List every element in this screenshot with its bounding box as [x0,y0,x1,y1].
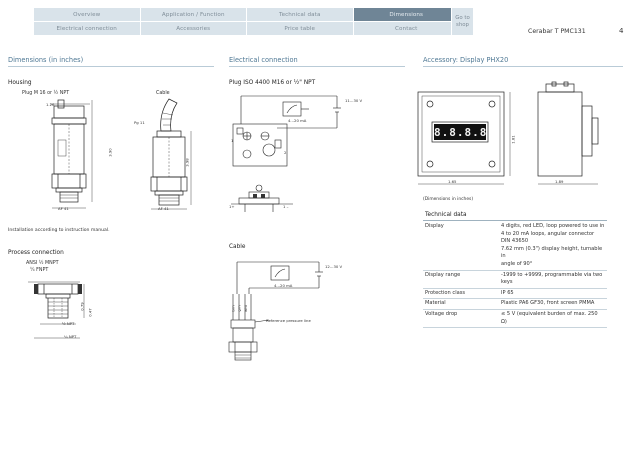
row-value-line: angle of 90° [501,260,533,267]
row-value-line: 4 to 20 mA loops, angular connector [501,230,595,237]
nav-contact[interactable]: Contact [353,22,460,36]
shop-label: shop [456,21,469,28]
top-navigation: Overview Application / Function Technica… [34,8,460,36]
row-value-line: Plastic PA6 GF30, front screen PMMA [501,300,595,307]
nav-technical-data[interactable]: Technical data [247,8,354,22]
nav-accessories[interactable]: Accessories [140,22,247,36]
nav-application-function[interactable]: Application / Function [140,8,247,22]
reference-pressure-line-label: Reference pressure line [266,318,311,323]
housing-plug-drawing [50,99,93,209]
row-value-line: ≤ 5 V (equivalent burden of max. 250 Ω) [501,310,598,325]
technical-data-table: Technical data Display 4 digits, red LED… [423,210,607,329]
pin-minus-label: 1 – [283,204,289,209]
cable-connection-title: Cable [229,244,246,250]
row-value: ≤ 5 V (equivalent burden of max. 250 Ω) [499,310,607,327]
display-digits: 8.8.8.8 [434,126,488,139]
supply-voltage-1: 11...30 V [345,98,363,103]
current-signal-1: 4...20 mA [288,118,307,123]
technical-data-title: Technical data [423,210,607,221]
row-value: IP 65 [499,289,607,299]
pin-2-label: 2 [284,150,287,155]
go-to-label: Go to [455,14,470,21]
table-row: Display range -1999 to +9999, programmab… [423,271,607,289]
row-value: Plastic PA6 GF30, front screen PMMA [499,299,607,309]
row-value-line: 7.62 mm (0.3") display height, turnable … [501,245,603,260]
table-row: Display 4 digits, red LED, loop powered … [423,222,607,271]
row-value: 4 digits, red LED, loop powered to use i… [499,222,607,270]
dim-181: 1.81 [510,135,516,144]
plug-wiring-diagram [231,95,341,212]
row-key: Display range [425,271,461,278]
table-row: Protection class IP 65 [423,289,607,300]
dim-pg11: Pg 11 [134,120,145,125]
process-thread2-label: ¼ FNPT [30,268,49,273]
housing-cable-drawing [150,98,192,210]
pin-1-label: 1 [231,138,234,143]
current-signal-2: 4...20 mA [274,283,293,288]
page-number: 4 [619,27,624,35]
process-connection-drawing [28,281,85,339]
row-key: Protection class [425,289,466,296]
nav-dimensions[interactable]: Dimensions [353,8,460,22]
dim-126: 1.26 [46,102,55,107]
section-electrical-heading: Electrical connection [229,56,405,67]
row-value-line: DIN 43650 [501,238,529,245]
dim-189: 1.89 [555,179,564,184]
display-phx20-drawing [417,81,599,185]
process-thread-label: ANSI ½ MNPT [26,261,59,266]
row-key: Material [425,300,446,307]
row-key: Voltage drop [425,310,458,317]
dim-af41-left: AF 41 [58,206,69,211]
dimensions-note: (Dimensions in inches) [423,197,474,202]
document-title: Cerabar T PMC131 [528,28,586,35]
dim-af41-right: AF 41 [158,206,169,211]
cable-label: Cable [156,91,170,96]
go-to-shop-button[interactable]: Go to shop [451,8,473,35]
dim-quarter-npt: ¼ NPT [64,334,77,339]
process-connection-title: Process connection [8,250,64,256]
install-note: Installation according to instruction ma… [8,228,110,233]
dim-half-npt: ½ NPT [62,321,75,326]
row-value-line: 4 digits, red LED, loop powered to use i… [501,223,605,229]
nav-overview[interactable]: Overview [34,8,141,22]
plug-connection-title: Plug ISO 4400 M16 or ½" NPT [229,80,316,86]
section-dimensions-heading: Dimensions (in inches) [8,56,214,67]
plug-label: Plug M 16 or ½ NPT [22,91,70,96]
table-row: Material Plastic PA6 GF30, front screen … [423,299,607,310]
pin-plus-label: 1+ [229,204,235,209]
nav-price-table[interactable]: Price table [247,22,354,36]
row-value-line: IP 65 [501,289,514,296]
row-key: Display [425,223,444,229]
nav-electrical-connection[interactable]: Electrical connection [34,22,141,36]
dim-165: 1.65 [448,179,457,184]
table-row: Voltage drop ≤ 5 V (equivalent burden of… [423,310,607,329]
row-value: -1999 to +9999, programmable via two key… [499,271,607,288]
housing-title: Housing [8,80,32,86]
supply-voltage-2: 12...30 V [325,264,343,269]
row-value-line: -1999 to +9999, programmable via two key… [501,271,603,286]
section-accessory-heading: Accessory: Display PHX20 [423,56,623,67]
cable-wiring-diagram [228,261,323,361]
